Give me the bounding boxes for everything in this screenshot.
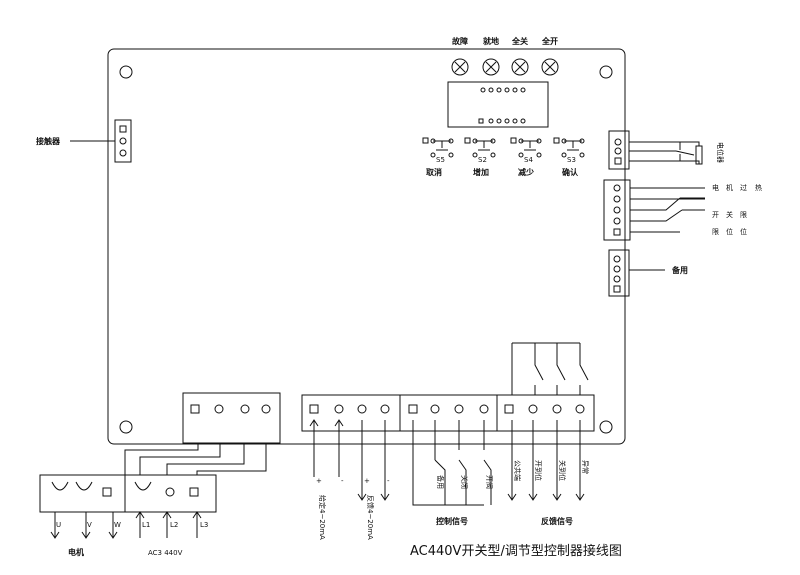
power-label: AC3 440V — [148, 549, 183, 557]
limit-label-col2: 位 — [726, 227, 733, 236]
button-label: 增加 — [473, 167, 489, 177]
display-pins-bottom — [478, 118, 526, 124]
control-signal-label: 控制信号 — [436, 516, 468, 526]
button-id: S2 — [478, 156, 487, 164]
analog-minus-1: - — [341, 477, 344, 485]
feedback-output-label: 公共端 — [513, 460, 522, 481]
limit-switch-connector: 电 开 限 机 关 位 过 限 位 热 — [603, 179, 762, 241]
control-input-label: 备用 — [436, 475, 445, 489]
limit-label-col1: 开 — [712, 211, 719, 219]
button-id: S5 — [436, 156, 445, 164]
display-pins-top — [480, 87, 526, 93]
limit-label-col1: 电 — [712, 183, 719, 192]
button-s4: S4 减少 — [510, 137, 542, 177]
limit-label-col3: 过 — [740, 183, 747, 192]
mount-hole-br — [599, 420, 613, 434]
mount-hole-tr — [599, 65, 613, 79]
board-power-terminal — [182, 392, 281, 444]
limit-label-col3: 限 — [740, 210, 747, 219]
relay-contacts — [511, 342, 589, 395]
spare-connector: 备用 — [608, 249, 688, 297]
power-terminal: L3 — [200, 521, 208, 529]
indicator-label-open: 全开 — [541, 36, 558, 46]
wire — [124, 443, 199, 475]
spare-label: 备用 — [671, 265, 688, 275]
indicator-label-fault: 故障 — [452, 36, 468, 46]
button-id: S3 — [567, 156, 576, 164]
diagram-title: AC440V开关型/调节型控制器接线图 — [410, 543, 622, 559]
display-module — [447, 81, 549, 128]
feedback-signal-terminal: 公共端 开到位 关到位 异常 反馈信号 — [496, 342, 595, 526]
wire — [166, 443, 245, 475]
lamp-icon — [511, 58, 529, 76]
feedback-output-label: 关到位 — [558, 460, 567, 481]
indicator-label-closed: 全关 — [511, 36, 528, 46]
lamp-icon — [482, 58, 500, 76]
feedback-output-label: 异常 — [581, 460, 590, 474]
limit-label-col3: 位 — [740, 227, 747, 236]
indicator-group: 故障 就地 全关 全开 — [451, 36, 559, 76]
feedback-output-label: 开到位 — [534, 460, 543, 481]
feedback-signal-label: 反馈信号 — [541, 516, 573, 526]
button-label: 确认 — [562, 167, 579, 177]
motor-terminal: W — [114, 521, 121, 529]
potentiometer-connector: 电位器 — [608, 130, 725, 170]
control-signal-terminal: 备用 关闭 开阀 控制信号 — [399, 394, 498, 526]
limit-label-col4: 热 — [755, 183, 762, 192]
limit-label-col2: 机 — [726, 183, 733, 192]
wire — [139, 443, 221, 475]
button-id: S4 — [524, 156, 533, 164]
contactor-connector: 接触器 — [36, 119, 132, 163]
button-s2: S2 增加 — [464, 137, 496, 177]
button-label: 取消 — [426, 167, 442, 177]
feedback-analog-label: 反馈4~20mA — [366, 495, 375, 540]
wire — [196, 443, 267, 475]
lamp-icon — [451, 58, 469, 76]
external-power-terminal: U V W L1 L2 L3 电机 AC3 440V — [39, 474, 217, 557]
potentiometer-label: 电位器 — [716, 142, 725, 163]
indicator-label-local: 就地 — [483, 36, 499, 46]
analog-plus-1: + — [316, 477, 322, 485]
mount-hole-bl — [119, 420, 133, 434]
contactor-label: 接触器 — [36, 136, 61, 146]
control-input-label: 开阀 — [485, 475, 494, 489]
power-terminal: L1 — [142, 521, 150, 529]
power-terminal: L2 — [170, 521, 178, 529]
button-label: 减少 — [518, 167, 534, 177]
given-signal-label: 给定4~20mA — [318, 495, 327, 540]
button-s5: S5 取消 — [422, 137, 454, 177]
control-board — [107, 48, 626, 445]
motor-terminal: U — [56, 521, 61, 529]
analog-plus-2: + — [364, 477, 370, 485]
mount-hole-tl — [119, 65, 133, 79]
motor-label: 电机 — [68, 547, 84, 557]
analog-terminal: + - + - 给定4~20mA 反馈4~20mA — [301, 394, 401, 540]
button-s3: S3 确认 — [553, 137, 585, 177]
limit-label-col1: 限 — [712, 227, 719, 236]
lamp-icon — [541, 58, 559, 76]
limit-label-col2: 关 — [726, 210, 733, 219]
control-input-label: 关闭 — [460, 475, 469, 489]
motor-terminal: V — [87, 521, 92, 529]
analog-minus-2: - — [387, 477, 390, 485]
